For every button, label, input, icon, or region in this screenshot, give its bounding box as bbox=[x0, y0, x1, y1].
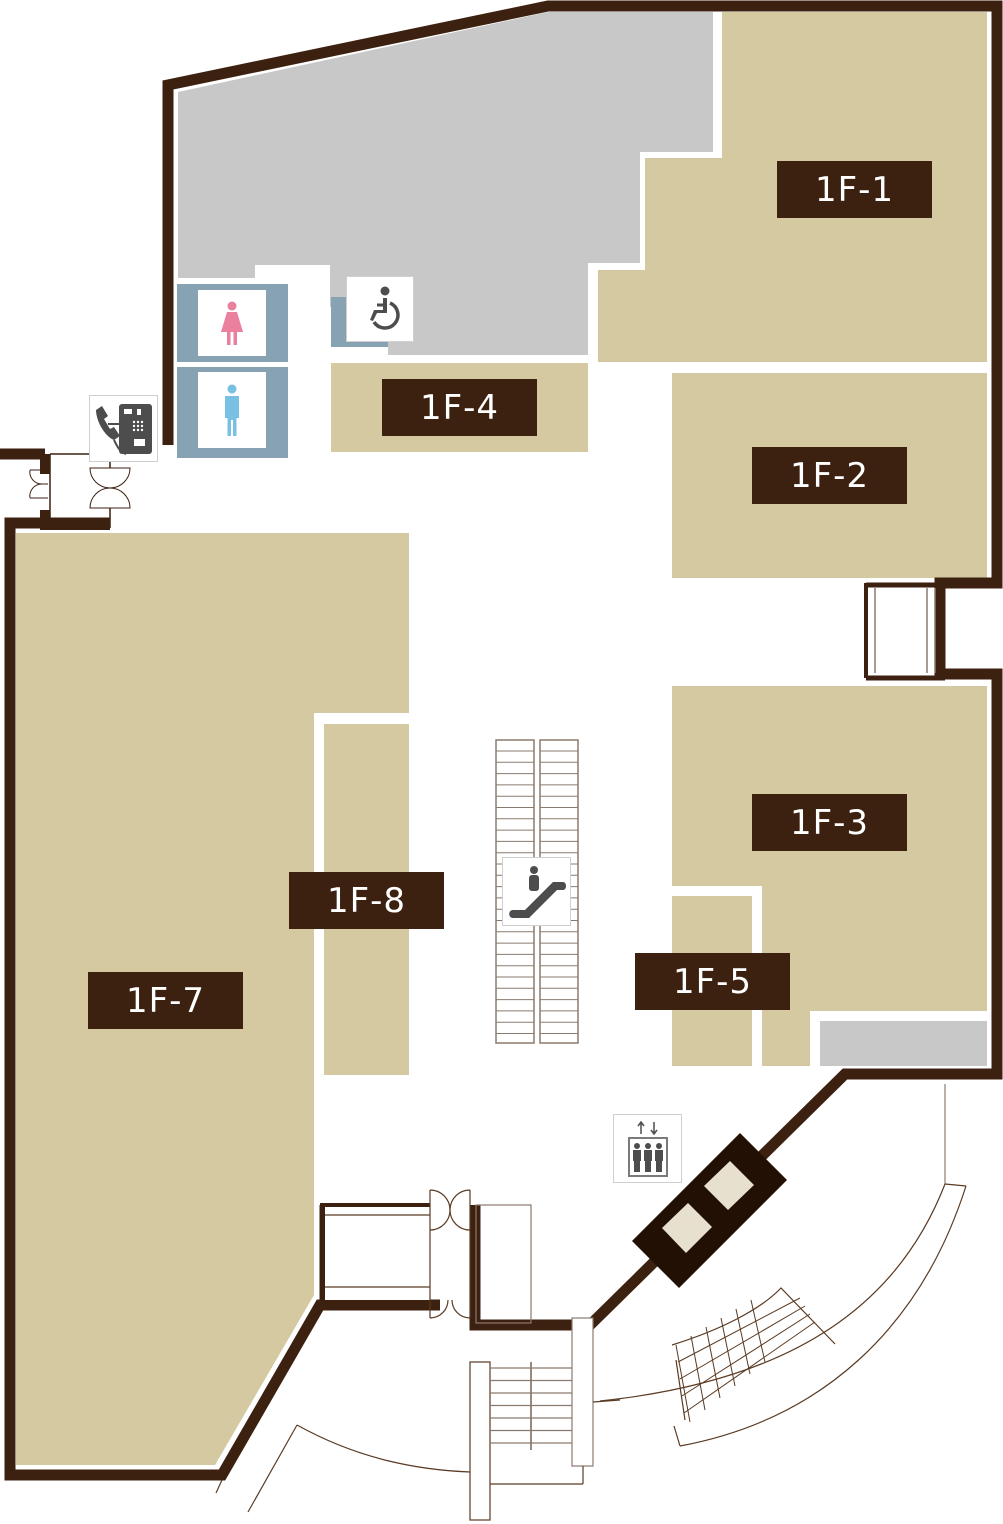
shop-label-1F-2[interactable]: 1F-2 bbox=[752, 447, 907, 504]
shop-label-1F-4[interactable]: 1F-4 bbox=[382, 379, 537, 436]
payphone-icon[interactable] bbox=[89, 395, 158, 462]
service-area bbox=[820, 1021, 987, 1066]
shop-1F-3[interactable] bbox=[672, 686, 987, 1066]
shop-label-1F-7[interactable]: 1F-7 bbox=[88, 972, 243, 1029]
wall-south-inner-2 bbox=[469, 1205, 575, 1331]
wall-west-lower bbox=[4, 517, 440, 1481]
shop-label-1F-3[interactable]: 1F-3 bbox=[752, 794, 907, 851]
escalator-icon[interactable] bbox=[502, 857, 571, 926]
backyard-area bbox=[178, 12, 713, 355]
mens-restroom-icon[interactable] bbox=[198, 372, 266, 448]
elevator-shafts bbox=[632, 1133, 787, 1288]
elevator-icon[interactable] bbox=[613, 1114, 682, 1183]
shop-label-1F-1[interactable]: 1F-1 bbox=[777, 161, 932, 218]
shop-label-1F-5[interactable]: 1F-5 bbox=[635, 953, 790, 1010]
accessible-restroom-icon[interactable] bbox=[346, 276, 414, 342]
womens-restroom-icon[interactable] bbox=[198, 290, 266, 356]
shop-label-1F-8[interactable]: 1F-8 bbox=[289, 872, 444, 929]
